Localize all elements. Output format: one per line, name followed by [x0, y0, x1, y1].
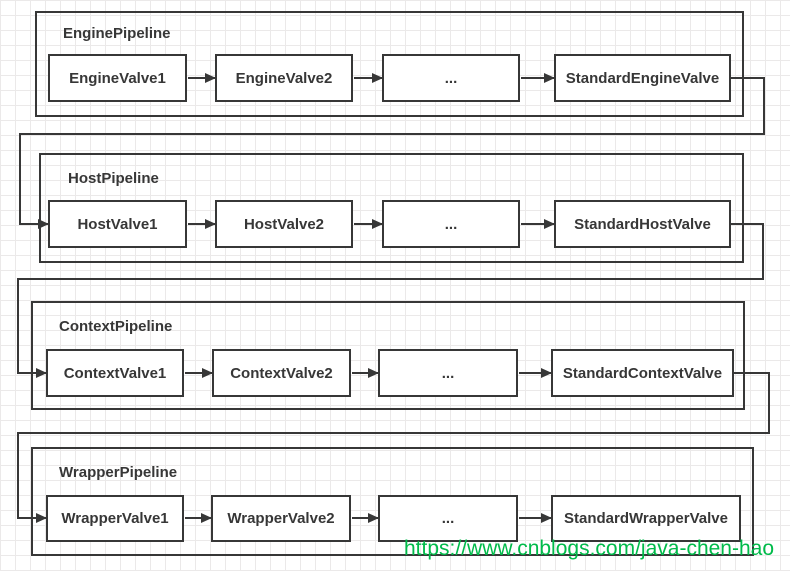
flow-arrow-icon — [188, 77, 215, 79]
valve-standardhostvalve: StandardHostValve — [554, 200, 731, 248]
host-pipeline-box: HostPipeline HostValve1 HostValve2 ... S… — [39, 153, 744, 263]
connector-segment — [731, 223, 764, 225]
engine-pipeline-title: EnginePipeline — [63, 25, 171, 42]
valve-ellipsis-host: ... — [382, 200, 520, 248]
context-pipeline-box: ContextPipeline ContextValve1 ContextVal… — [31, 301, 745, 410]
flow-arrow-icon — [352, 517, 378, 519]
connector-segment — [17, 278, 764, 280]
valve-contextvalve2: ContextValve2 — [212, 349, 351, 397]
host-pipeline-title: HostPipeline — [68, 170, 159, 187]
valve-hostvalve1: HostValve1 — [48, 200, 187, 248]
connector-segment — [763, 77, 765, 135]
context-pipeline-title: ContextPipeline — [59, 318, 173, 335]
engine-pipeline-box: EnginePipeline EngineValve1 EngineValve2… — [35, 11, 744, 117]
connector-segment — [17, 278, 19, 374]
connector-segment — [19, 133, 21, 225]
flow-arrow-icon — [521, 223, 554, 225]
flow-arrow-icon — [354, 77, 382, 79]
valve-wrappervalve1: WrapperValve1 — [46, 495, 184, 542]
valve-ellipsis-engine: ... — [382, 54, 520, 102]
valve-contextvalve1: ContextValve1 — [46, 349, 184, 397]
flow-arrow-icon — [185, 517, 211, 519]
connector-segment — [17, 432, 19, 519]
flow-arrow-icon — [352, 372, 378, 374]
flow-arrow-icon — [519, 517, 551, 519]
flow-arrow-icon — [521, 77, 554, 79]
valve-enginevalve1: EngineValve1 — [48, 54, 187, 102]
watermark-link[interactable]: https://www.cnblogs.com/java-chen-hao — [404, 537, 775, 560]
connector-segment — [17, 432, 770, 434]
flow-arrow-icon — [354, 223, 382, 225]
connector-arrow-icon — [19, 223, 48, 225]
flow-arrow-icon — [188, 223, 215, 225]
connector-segment — [762, 223, 764, 280]
valve-standardcontextvalve: StandardContextValve — [551, 349, 734, 397]
connector-segment — [734, 372, 770, 374]
wrapper-pipeline-box: WrapperPipeline WrapperValve1 WrapperVal… — [31, 447, 754, 556]
valve-enginevalve2: EngineValve2 — [215, 54, 353, 102]
valve-standardwrappervalve: StandardWrapperValve — [551, 495, 741, 542]
wrapper-pipeline-title: WrapperPipeline — [59, 464, 178, 481]
flow-arrow-icon — [519, 372, 551, 374]
valve-ellipsis-context: ... — [378, 349, 518, 397]
connector-segment — [731, 77, 765, 79]
connector-segment — [768, 372, 770, 434]
valve-hostvalve2: HostValve2 — [215, 200, 353, 248]
valve-ellipsis-wrapper: ... — [378, 495, 518, 542]
flow-arrow-icon — [185, 372, 212, 374]
valve-wrappervalve2: WrapperValve2 — [211, 495, 351, 542]
connector-segment — [19, 133, 765, 135]
valve-standardenginevalve: StandardEngineValve — [554, 54, 731, 102]
